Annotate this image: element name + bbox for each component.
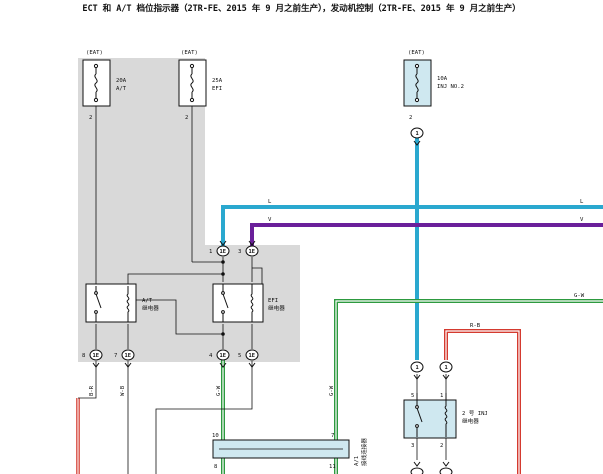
junction-connector-a1[interactable]: 10 7 8 11 A/1 接线连接器: [212, 433, 368, 470]
wire-blue-L: L L: [221, 133, 603, 360]
fuse-at-name: A/T: [116, 86, 127, 92]
wire-label-gw-right: G-W: [329, 385, 335, 396]
wire-label-br: B-R: [89, 385, 95, 396]
internal-wires: [95, 106, 263, 349]
wire-label-rb: R-B: [470, 323, 481, 329]
connector-inj-left-id: 1: [416, 365, 419, 371]
connector-c4[interactable]: 1E 7: [114, 349, 135, 368]
relay-inj-pin-br: 2: [440, 443, 443, 449]
connector-inj-top[interactable]: 1: [410, 127, 424, 146]
junction-pin-11: 11: [329, 464, 336, 470]
fuse-efi[interactable]: (EAT) 25A EFI 2: [178, 50, 223, 121]
fuse-inj-box-label: (EAT): [408, 50, 425, 56]
wire-label-wb: W-B: [120, 385, 126, 396]
connector-c5[interactable]: 1E 4: [209, 349, 230, 368]
connector-c2-id: 1E: [249, 249, 256, 255]
fuse-efi-name: EFI: [212, 86, 222, 92]
connector-inj-left[interactable]: 1: [410, 361, 424, 380]
relay-efi[interactable]: EFI 继电器: [212, 283, 285, 323]
fuse-inj-no2[interactable]: (EAT) 10A INJ NO.2 2: [403, 50, 464, 121]
connector-inj-top-id: 1: [416, 131, 419, 137]
fuse-at-rating: 20A: [116, 78, 127, 84]
connector-c2[interactable]: 1E 3: [238, 240, 259, 257]
relay-at-sub: 继电器: [142, 304, 159, 312]
relay-inj-pin-right: 1: [440, 393, 443, 399]
fuse-at[interactable]: (EAT) 20A A/T 2: [82, 50, 127, 121]
connector-c5-pin: 4: [209, 353, 213, 359]
page-title: ECT 和 A/T 档位指示器（2TR-FE、2015 年 9 月之前生产），发…: [82, 4, 521, 14]
connector-c3-pin: 8: [82, 353, 86, 359]
fuse-inj-name: INJ NO.2: [437, 84, 464, 90]
wire-label-V1: V: [268, 217, 272, 223]
connector-c1-pin: 1: [209, 249, 212, 255]
fuse-efi-rating: 25A: [212, 78, 223, 84]
relay-inj-sub: 继电器: [462, 417, 479, 425]
junction-sub-label: 接线连接器: [360, 438, 368, 466]
connector-c5-id: 1E: [220, 353, 227, 359]
junction-label: A/1: [354, 456, 360, 466]
connector-c4-id: 1E: [125, 353, 132, 359]
connector-inj-right-id: 1: [445, 365, 448, 371]
relay-inj-pin-left: 5: [411, 393, 414, 399]
junction-pin-10: 10: [212, 433, 219, 439]
connector-c2-pin: 3: [238, 249, 241, 255]
relay-efi-sub: 继电器: [268, 304, 285, 312]
fuse-efi-pin: 2: [185, 115, 188, 121]
wire-label-L2: L: [580, 199, 584, 205]
relay-at-name: A/T: [142, 298, 153, 304]
connector-c3-id: 1E: [93, 353, 100, 359]
lower-wires: [78, 361, 447, 474]
wire-label-V2: V: [580, 217, 584, 223]
fuse-inj-rating: 10A: [437, 76, 448, 82]
relay-inj-no2[interactable]: 5 1 3 2 2 号 INJ 继电器: [403, 393, 488, 449]
wire-purple-V: V V: [250, 217, 603, 247]
fuse-at-box-label: (EAT): [86, 50, 103, 56]
relay-at[interactable]: A/T 继电器: [85, 283, 159, 323]
connector-c3[interactable]: 1E 8: [82, 349, 103, 368]
junction-pin-8: 8: [214, 464, 218, 470]
wire-label-gw-left: G-W: [216, 385, 222, 396]
connector-c1[interactable]: 1E 1: [209, 240, 230, 257]
fuse-at-pin: 2: [89, 115, 92, 121]
wire-label-gw: G-W: [574, 293, 585, 299]
connector-c4-pin: 7: [114, 353, 117, 359]
relay-efi-name: EFI: [268, 298, 278, 304]
connector-c1-id: 1E: [220, 249, 227, 255]
fuse-inj-pin: 2: [409, 115, 412, 121]
relay-inj-name: 2 号 INJ: [462, 410, 488, 417]
wire-red-rb: R-B: [76, 323, 521, 474]
connector-inj-right[interactable]: 1: [439, 361, 453, 380]
fuse-efi-box-label: (EAT): [181, 50, 198, 56]
wire-label-L1: L: [268, 199, 272, 205]
connector-c6-pin: 5: [238, 353, 241, 359]
relay-inj-pin-bl: 3: [411, 443, 414, 449]
connector-c6[interactable]: 1E 5: [238, 349, 259, 368]
junction-pin-7: 7: [331, 433, 334, 439]
connector-c6-id: 1E: [249, 353, 256, 359]
